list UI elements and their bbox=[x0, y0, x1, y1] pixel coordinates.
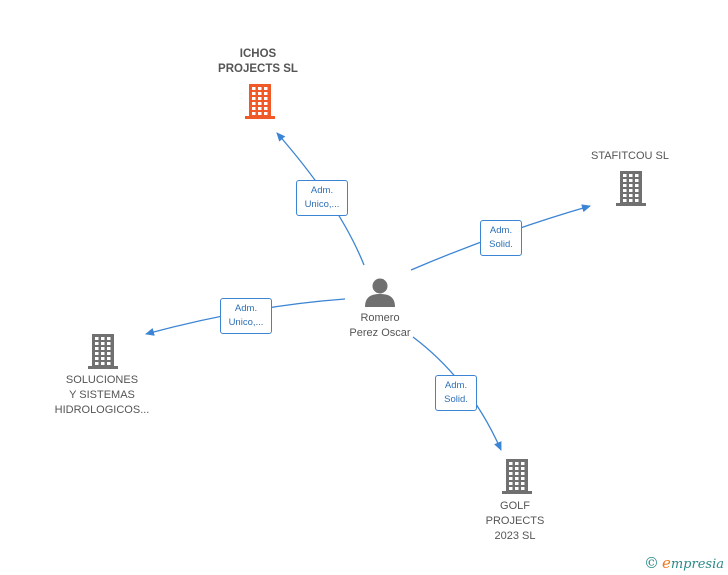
edge-label-ichos[interactable]: Adm. Unico,... bbox=[296, 180, 348, 216]
brand-name: mpresia bbox=[670, 557, 724, 572]
building-icon bbox=[502, 459, 532, 494]
company-node-ichos[interactable] bbox=[243, 83, 277, 119]
company-node-stafitcou[interactable] bbox=[614, 170, 648, 206]
brand-initial: e bbox=[661, 554, 671, 572]
company-name-ichos[interactable]: ICHOS PROJECTS SL bbox=[218, 48, 298, 75]
person-node[interactable] bbox=[360, 276, 400, 308]
edge-label-stafitcou[interactable]: Adm. Solid. bbox=[480, 220, 522, 256]
building-icon bbox=[245, 84, 275, 119]
person-icon bbox=[365, 278, 395, 307]
building-icon bbox=[88, 334, 118, 369]
building-icon bbox=[616, 171, 646, 206]
copyright-icon: © bbox=[643, 554, 659, 572]
company-node-golf[interactable] bbox=[500, 458, 534, 494]
company-name-stafitcou[interactable]: STAFITCOU SL bbox=[590, 150, 670, 162]
company-name-golf[interactable]: GOLF PROJECTS 2023 SL bbox=[485, 500, 545, 542]
company-node-soluciones[interactable] bbox=[86, 333, 120, 369]
company-name-soluciones[interactable]: SOLUCIONES Y SISTEMAS HIDROLOGICOS... bbox=[54, 374, 150, 416]
edge-label-golf[interactable]: Adm. Solid. bbox=[435, 375, 477, 411]
person-name[interactable]: Romero Perez Oscar bbox=[349, 312, 411, 339]
edge-label-soluciones[interactable]: Adm. Unico,... bbox=[220, 298, 272, 334]
brand-watermark: ©empresia bbox=[644, 554, 724, 572]
